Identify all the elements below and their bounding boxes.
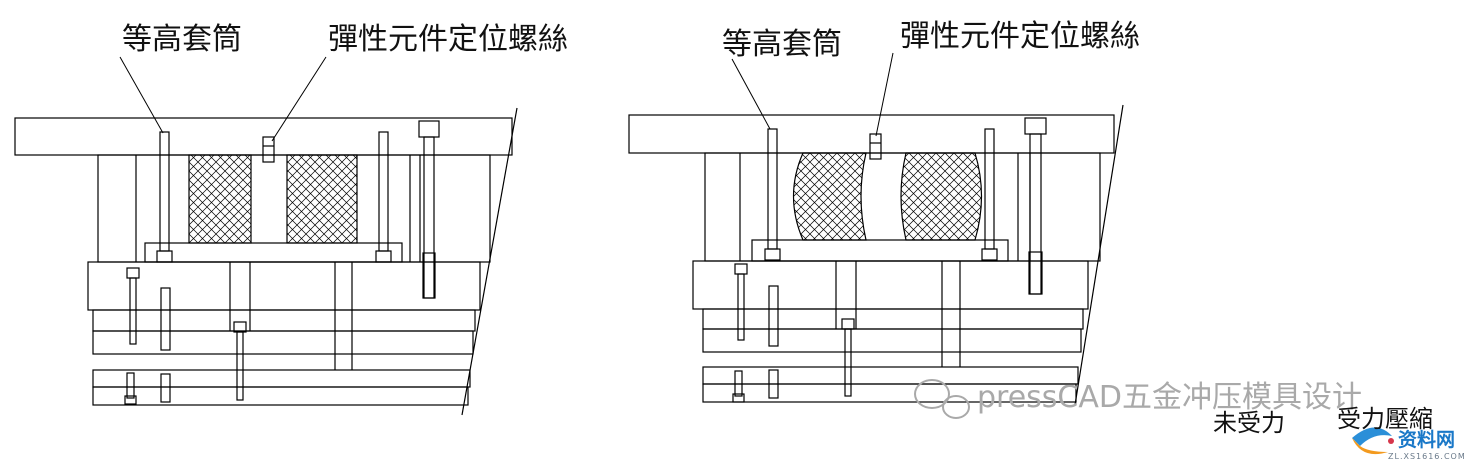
caption-loaded: 受力壓縮: [1337, 405, 1433, 433]
left-lower-plate-1: [87, 261, 481, 311]
label-right-screw: 彈性元件定位螺絲: [900, 19, 1140, 54]
right-positioning-screw: [869, 133, 882, 160]
logo-name: 资料网: [1398, 429, 1456, 451]
left-lower-plate-3: [92, 330, 474, 355]
ziliao-logo-icon: [1352, 427, 1394, 455]
logo-url: ZL.XS1616.COM: [1388, 452, 1466, 461]
right-lower-plate-3: [702, 328, 1082, 353]
right-assembly-loaded: [628, 104, 1124, 406]
label-left-sleeve: 等高套筒: [122, 22, 242, 57]
right-stripper-plate: [751, 239, 1009, 262]
left-elastic-block-1: [188, 154, 252, 244]
right-elastic-block-2: [900, 152, 983, 241]
left-assembly-unloaded: [14, 107, 518, 416]
wechat-icon: [914, 379, 970, 419]
watermark-text: pressCAD五金冲压模具设计: [977, 380, 1363, 415]
right-lower-plate-5: [702, 383, 1077, 403]
left-lower-plate-4: [92, 369, 471, 388]
label-left-screw: 彈性元件定位螺絲: [328, 22, 568, 57]
label-right-sleeve: 等高套筒: [722, 27, 842, 62]
left-lower-plate-5: [92, 386, 469, 406]
left-elastic-block-2: [286, 154, 358, 244]
right-elastic-block-1: [792, 152, 867, 241]
left-lower-plate-2: [92, 309, 476, 332]
left-stripper-plate: [144, 242, 403, 263]
leader-lines: [119, 52, 894, 142]
right-lower-plate-2: [702, 308, 1084, 330]
left-positioning-screw: [262, 136, 275, 163]
caption-unloaded: 未受力: [1213, 409, 1285, 437]
